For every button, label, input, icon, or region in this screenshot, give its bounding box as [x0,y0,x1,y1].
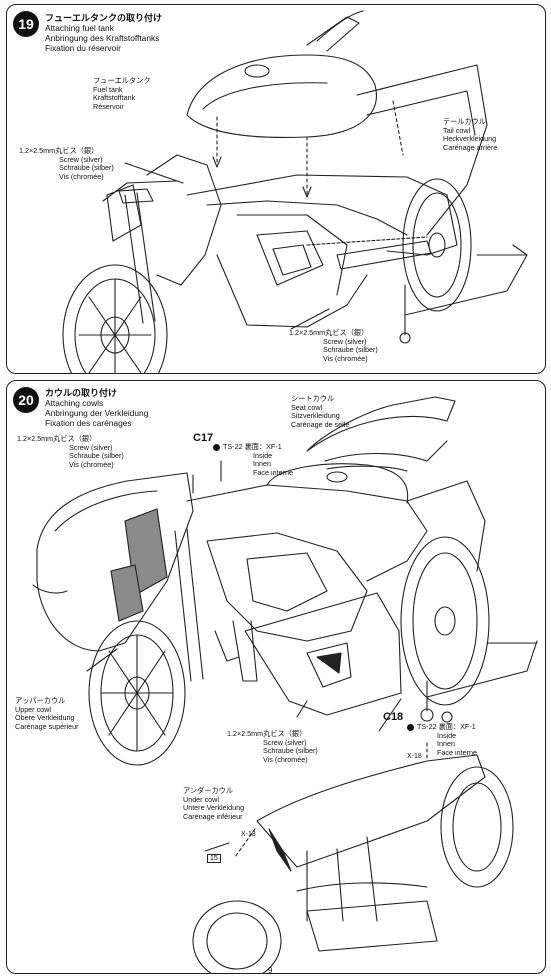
seat-cowl-jp: シートカウル [291,394,335,403]
screw-label-left: 1.2×2.5mm丸ビス（銀） Screw (silver) Schraube … [19,146,114,181]
step-20-illustration [32,396,538,973]
step-19-illustration [62,10,528,373]
tail-cowl-de: Heckverkleidung [443,134,497,144]
part-code-c18: C18 [383,711,404,723]
screw-bottom-jp: 1.2×2.5mm丸ビス（銀） [227,729,307,738]
fuel-tank-fr: Réservoir [93,101,124,111]
paint-dot-icon [213,443,220,451]
under-cowl-en: Under cowl [183,794,219,804]
step-20-panel: 20 カウルの取り付け Attaching cowls Anbringung d… [6,380,546,974]
fuel-tank-de: Kraftstofftank [93,93,136,103]
c18-inside-de: Innen [437,739,455,749]
c18-side-jp: 裏面：XF-1 [438,722,476,731]
seat-cowl-en: Seat cowl [291,402,323,412]
tail-cowl-jp: テールカウル [443,117,486,126]
c17-side-jp: 裏面：XF-1 [244,442,282,451]
under-cowl-de: Untere Verkleidung [183,803,245,813]
c17-inside-de: Innen [253,459,271,469]
screw-left-jp: 1.2×2.5mm丸ビス（銀） [19,146,99,155]
screw-top-en: Screw (silver) [69,442,113,452]
title-en: Attaching cowls [45,398,104,408]
c18-inside-fr: Face interne [437,747,477,757]
step-number-badge: 19 [13,11,39,37]
c18-inside-en: Inside [437,730,457,740]
title-fr: Fixation des carénages [45,418,132,428]
screw-bottom-en: Screw (silver) [263,737,307,747]
title-fr: Fixation du réservoir [45,43,121,53]
fuel-tank-jp: フューエルタンク [93,76,151,85]
c17-inside-en: Inside [253,450,273,460]
c17-paint: TS-22 [223,442,243,451]
page-number: 9 [268,966,273,975]
fuel-tank-label: フューエルタンク Fuel tank Kraftstofftank Réserv… [93,76,151,111]
c17-paint-label: TS-22 裏面：XF-1 Inside Innen Face interne [213,442,293,477]
c18-paint: TS-22 [417,722,437,731]
paint-dot-icon [407,723,414,731]
step-title: フューエルタンクの取り付け Attaching fuel tank Anbrin… [45,13,162,53]
title-jp: フューエルタンクの取り付け [45,13,163,23]
c18-paint-label: TS-22 裏面：XF-1 Inside Innen Face interne [407,722,477,757]
part-x18-mid: X-18 [241,831,256,838]
screw-bottom-fr: Vis (chromée) [263,754,308,764]
c17-inside-fr: Face interne [253,467,293,477]
tail-cowl-en: Tail cowl [443,125,471,135]
part-number-15: 15 [207,854,221,863]
screw-bottom-de: Schraube (silber) [263,746,318,756]
title-de: Anbringung der Verkleidung [45,408,149,418]
screw-right-fr: Vis (chromée) [323,353,368,363]
screw-right-en: Screw (silver) [323,336,367,346]
title-de: Anbringung des Kraftstofftanks [45,33,160,43]
screw-top-fr: Vis (chromée) [69,459,114,469]
screw-left-fr: Vis (chromée) [59,171,104,181]
seat-cowl-label: シートカウル Seat cowl Sitzverkleidung Carénag… [291,394,350,429]
under-cowl-jp: アンダーカウル [183,786,234,795]
upper-cowl-de: Obere Verkleidung [15,713,75,723]
seat-cowl-de: Sitzverkleidung [291,411,340,421]
title-en: Attaching fuel tank [45,23,114,33]
step-19-panel: 19 フューエルタンクの取り付け Attaching fuel tank Anb… [6,4,546,374]
screw-left-de: Schraube (silber) [59,163,114,173]
seat-cowl-fr: Carénage de selle [291,419,350,429]
screw-right-jp: 1.2×2.5mm丸ビス（銀） [289,328,369,337]
screw-label-top: 1.2×2.5mm丸ビス（銀） Screw (silver) Schraube … [17,434,124,469]
upper-cowl-label: アッパーカウル Upper cowl Obere Verkleidung Car… [15,696,79,731]
upper-cowl-jp: アッパーカウル [15,696,66,705]
title-jp: カウルの取り付け [45,388,118,398]
screw-top-jp: 1.2×2.5mm丸ビス（銀） [17,434,97,443]
screw-right-de: Schraube (silber) [323,345,378,355]
fuel-tank-en: Fuel tank [93,84,123,94]
under-cowl-label: アンダーカウル Under cowl Untere Verkleidung Ca… [183,786,245,821]
part-code-c17: C17 [193,432,214,444]
c17-paint-line: TS-22 裏面：XF-1 [213,442,293,452]
screw-label-right: 1.2×2.5mm丸ビス（銀） Screw (silver) Schraube … [289,328,378,363]
upper-cowl-en: Upper cowl [15,704,51,714]
screw-left-en: Screw (silver) [59,154,103,164]
tail-cowl-label: テールカウル Tail cowl Heckverkleidung Carénag… [443,117,498,152]
upper-cowl-fr: Carénage supérieur [15,721,79,731]
step-number-badge: 20 [13,387,39,413]
screw-top-de: Schraube (silber) [69,451,124,461]
under-cowl-fr: Carénage inférieur [183,811,243,821]
screw-label-bottom: 1.2×2.5mm丸ビス（銀） Screw (silver) Schraube … [227,729,318,764]
part-x18-top: X-18 [407,753,422,760]
step-title: カウルの取り付け Attaching cowls Anbringung der … [45,388,148,428]
tail-cowl-fr: Carénage arrière [443,142,498,152]
c18-paint-line: TS-22 裏面：XF-1 [407,722,477,732]
